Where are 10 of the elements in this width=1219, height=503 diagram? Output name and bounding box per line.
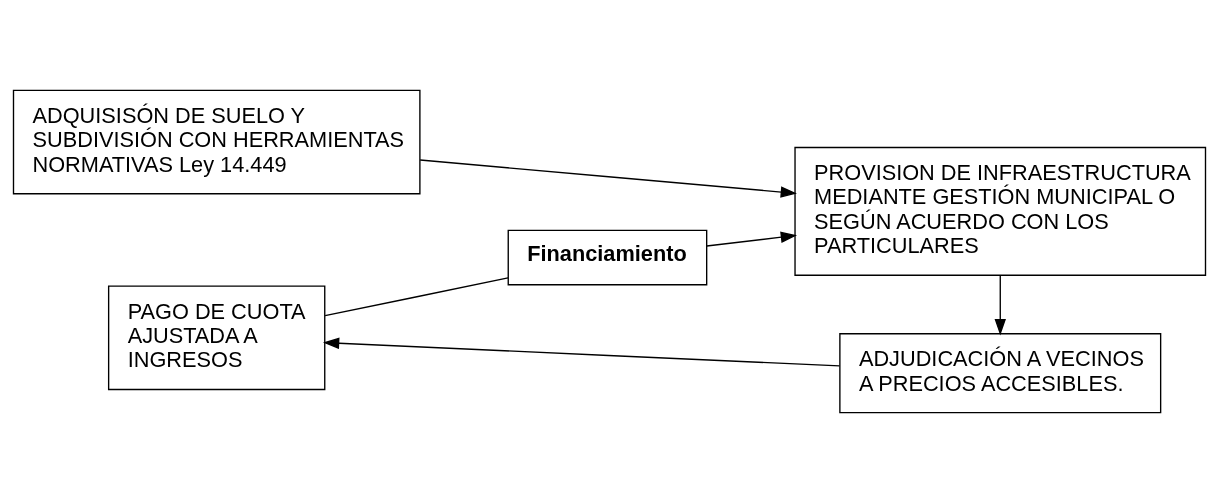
node-box: PAGO DE CUOTA AJUSTADA A INGRESOS: [107, 285, 326, 391]
connector: [324, 277, 509, 317]
arrow: [322, 337, 841, 367]
arrow: [706, 231, 798, 247]
node-box: Financiamiento: [507, 229, 708, 286]
node-box: ADJUDICACIÓN A VECINOS A PRECIOS ACCESIBLES.: [839, 333, 1162, 414]
arrow: [994, 275, 1006, 336]
node-box: ADQUISISÓN DE SUELO Y SUBDIVISIÓN CON HERRAMIENTAS NORMATIVAS Ley 14.449: [12, 89, 421, 195]
node-box: PROVISION DE INFRAESTRUCTURA MEDIANTE GESTIÓN MUNICIPAL O SEGÚN ACUERDO CON LOS PARTICULARES: [794, 146, 1207, 276]
arrow: [419, 159, 797, 198]
